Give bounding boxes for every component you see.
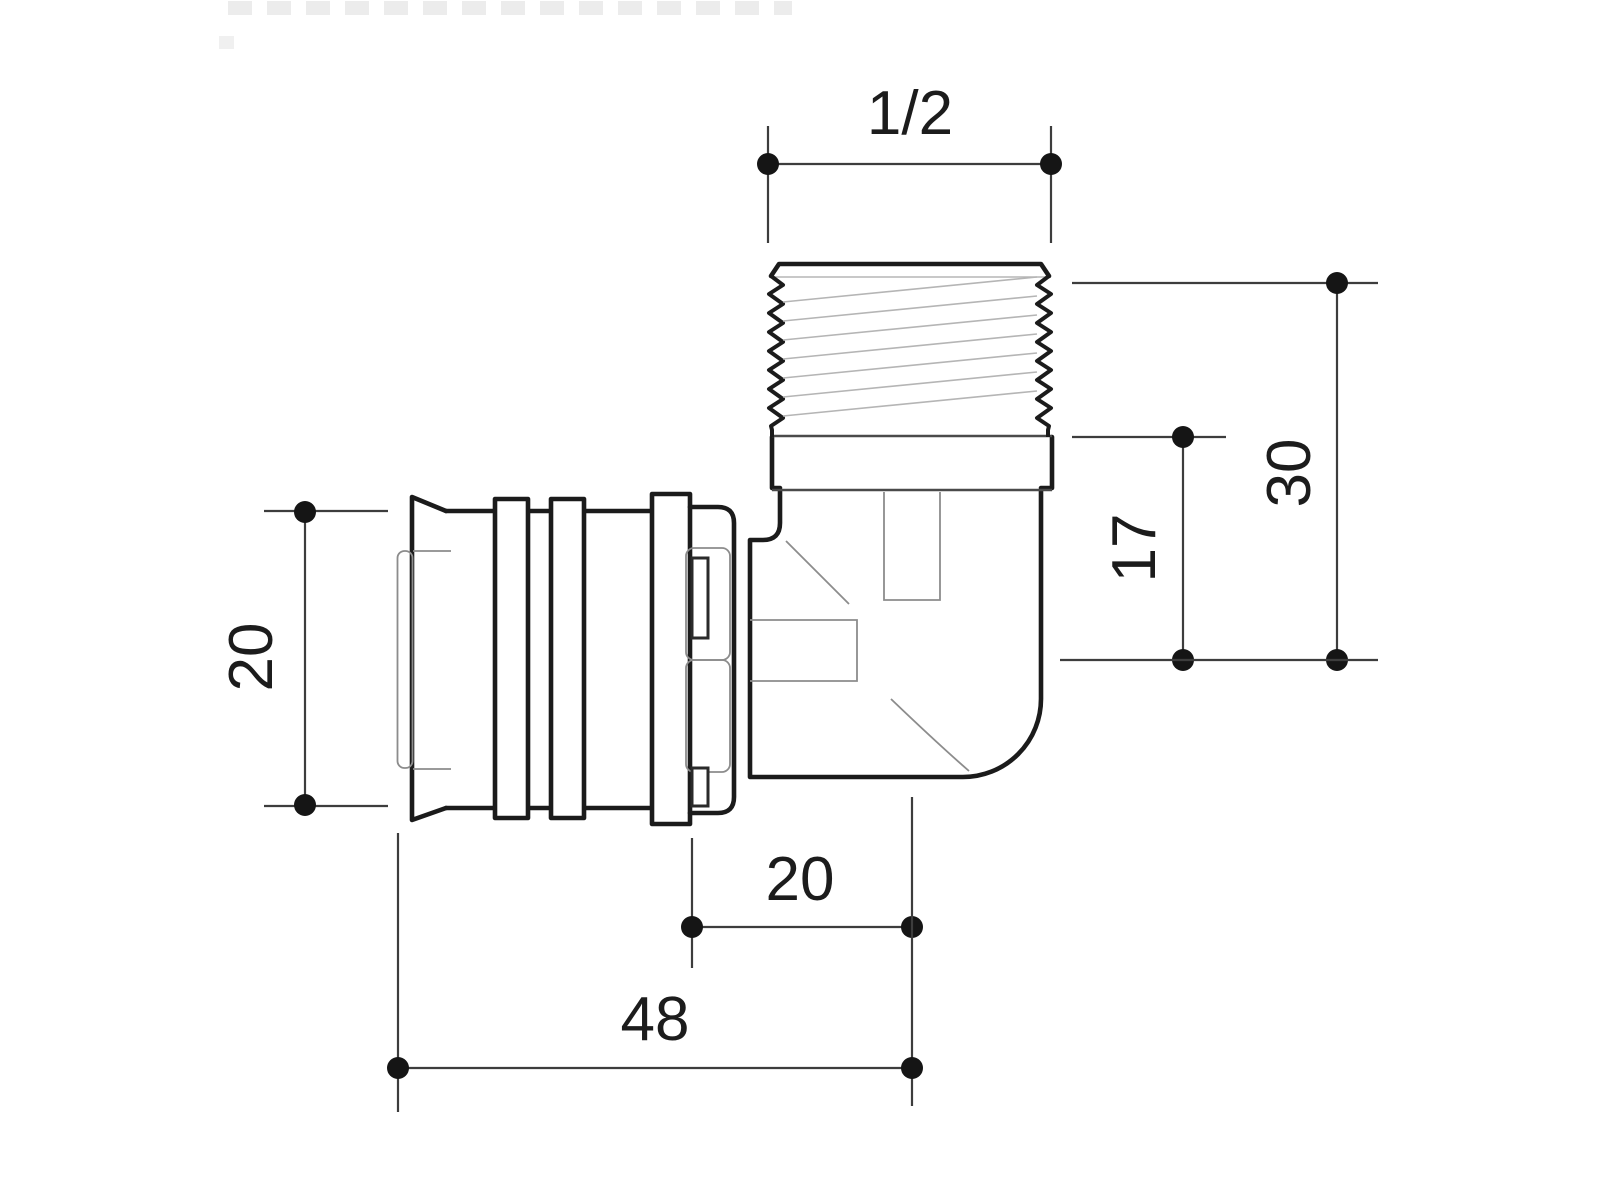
dimension-dot <box>1172 426 1194 448</box>
inner-bore-rect <box>750 619 858 682</box>
press-ring-1 <box>492 496 531 821</box>
clip-window-bottom <box>685 659 731 773</box>
thread-helix-line <box>782 390 1038 417</box>
dimension-label: 20 <box>217 623 286 692</box>
dimension-label: 48 <box>621 985 690 1054</box>
thread-shoulder-right-edge <box>1038 434 1055 491</box>
dimension-dot <box>757 153 779 175</box>
dimension-label: 1/2 <box>867 79 953 148</box>
cropped-text-artifact <box>219 1 792 49</box>
thread-helix-line <box>782 276 1038 303</box>
thread-helix-line <box>782 371 1038 398</box>
dimension-annotations: 1/2 30 17 <box>217 79 1378 1112</box>
elbow-outline <box>747 487 1044 780</box>
sleeve-collar <box>649 491 693 827</box>
dimension-dot <box>1040 153 1062 175</box>
thread-top-cap <box>768 261 1052 279</box>
press-sleeve <box>396 491 737 827</box>
thread-helix-line <box>782 333 1038 360</box>
dimension-dot <box>681 916 703 938</box>
thread-shoulder-left-edge <box>769 434 783 491</box>
dimension-dot <box>901 1057 923 1079</box>
dim-thread-size: 1/2 <box>757 79 1062 243</box>
press-ring-2 <box>548 496 587 821</box>
thread-helix-line <box>782 352 1038 379</box>
dimension-dot <box>294 501 316 523</box>
sleeve-end-cap <box>687 504 737 816</box>
dim-height-total: 30 <box>1072 272 1378 671</box>
thread-helix-lines <box>782 276 1038 417</box>
thread-right-flank <box>1035 274 1053 437</box>
thread-helix-line <box>782 295 1038 322</box>
dim-press-end-diameter: 20 <box>217 501 388 816</box>
clip-tab-top <box>690 556 710 640</box>
inner-bend-line <box>890 698 970 772</box>
dim-axis-offset: 20 <box>681 838 923 968</box>
sleeve-flare-outline <box>409 494 449 823</box>
inner-port-detail <box>883 492 941 601</box>
dimension-label: 30 <box>1255 439 1324 508</box>
dimension-dot <box>294 794 316 816</box>
dim-overall-length: 48 <box>387 797 923 1112</box>
dimension-label: 17 <box>1100 514 1169 583</box>
cropped-text-dot <box>219 36 234 49</box>
thread-helix-line <box>782 314 1038 341</box>
dim-height-to-thread: 17 <box>1072 426 1226 671</box>
dimension-dot <box>1326 272 1348 294</box>
male-thread <box>767 261 1053 437</box>
clip-tab-bottom <box>690 766 710 808</box>
thread-left-flank <box>767 274 785 437</box>
elbow-body <box>747 434 1055 780</box>
flare-end-bore-detail <box>396 550 414 769</box>
inner-chamfer-line <box>785 540 850 605</box>
dimension-dot <box>387 1057 409 1079</box>
dimension-label: 20 <box>766 845 835 914</box>
